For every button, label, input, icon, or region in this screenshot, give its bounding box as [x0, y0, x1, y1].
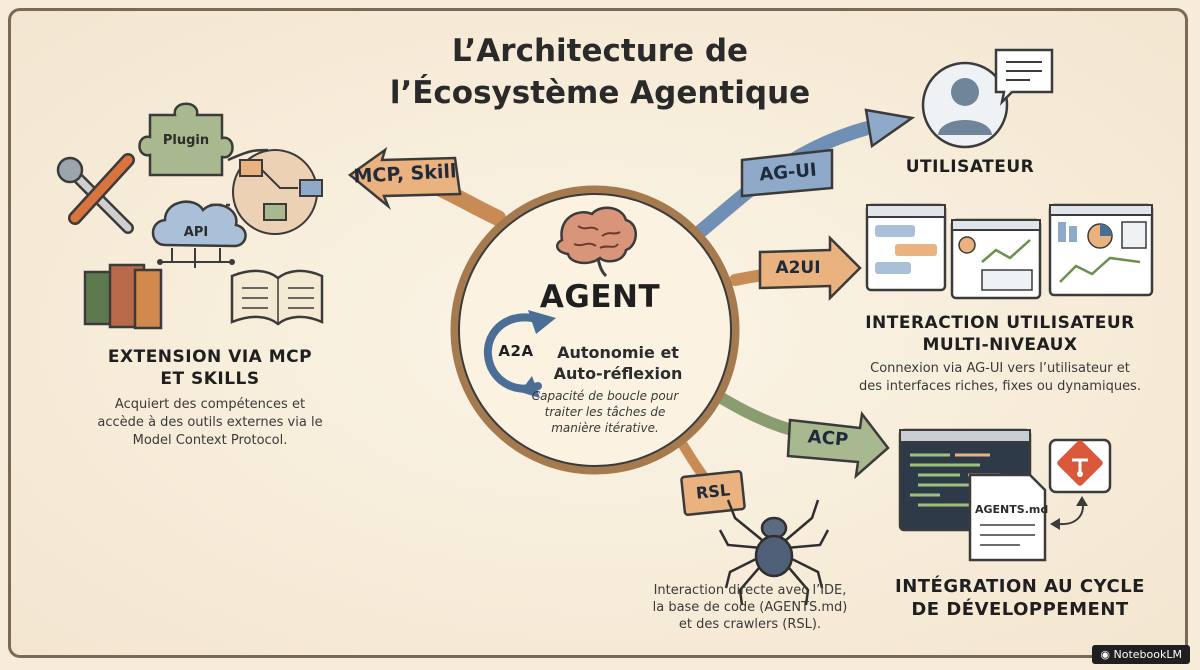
agent-desc-line-1: Capacité de boucle pour: [531, 389, 679, 403]
dev-desc-line-3: et des crawlers (RSL).: [678, 617, 822, 632]
chat-interface-icon: [865, 203, 947, 292]
extension-desc-line-2: accède à des outils externes via le: [97, 415, 323, 430]
dashboard-interface-icon: [950, 218, 1042, 300]
agent-description: Capacité de boucle pour traiter les tâch…: [525, 388, 685, 436]
puzzle-piece-icon: [138, 102, 234, 177]
agui-arrow: [683, 108, 916, 247]
agents-md-file-icon: [968, 473, 1047, 562]
brain-icon: [555, 206, 637, 278]
plugin-label: Plugin: [162, 133, 210, 148]
agent-desc-line-2: traiter les tâches de: [544, 405, 666, 419]
open-book-icon: [230, 269, 324, 326]
interaction-desc-line-1: Connexion via AG-UI vers l’utilisateur e…: [870, 361, 1130, 376]
spider-crawler-icon: [718, 499, 830, 606]
cloud-api-icon: [151, 200, 247, 268]
interaction-heading-line-1: INTERACTION UTILISATEUR: [865, 313, 1135, 333]
dev-description: Interaction directe avec l’IDE, la base …: [640, 582, 860, 633]
notebooklm-brand: ◉ NotebookLM: [1092, 645, 1190, 664]
brand-label: NotebookLM: [1113, 648, 1182, 661]
a2ui-arrow: [729, 234, 862, 302]
agents-md-label: AGENTS.md: [975, 503, 1049, 516]
dev-heading-line-2: DE DÉVELOPPEMENT: [911, 599, 1129, 620]
extension-desc-line-1: Acquiert des compétences et: [114, 397, 306, 412]
a2a-loop-icon: [483, 310, 556, 398]
a2ui-label: A2UI: [775, 258, 821, 278]
interaction-desc-line-2: des interfaces riches, fixes ou dynamiqu…: [859, 379, 1141, 394]
speech-bubble-icon: [994, 48, 1054, 106]
api-label: API: [183, 225, 209, 240]
rsl-arrow: [675, 435, 746, 516]
agent-title: AGENT: [539, 279, 661, 315]
books-icon: [83, 263, 163, 330]
page-title: L’Architecture de l’Écosystème Agentique: [330, 30, 870, 114]
agent-circle: [450, 185, 740, 475]
git-icon: [1048, 438, 1112, 494]
workflow-icon: [232, 149, 323, 235]
user-heading: UTILISATEUR: [905, 157, 1035, 177]
brand-icon: ◉: [1100, 648, 1114, 661]
analytics-interface-icon: [1048, 203, 1154, 297]
agent-heading-line-2: Auto-réflexion: [553, 364, 683, 383]
interaction-description: Connexion via AG-UI vers l’utilisateur e…: [840, 360, 1160, 396]
interaction-heading-line-2: MULTI-NIVEAUX: [922, 335, 1078, 355]
agent-desc-line-3: manière itérative.: [551, 421, 659, 435]
dev-heading-line-1: INTÉGRATION AU CYCLE: [895, 576, 1145, 597]
extension-description: Acquiert des compétences et accède à des…: [60, 396, 360, 450]
sync-arrow-icon: [1050, 496, 1088, 530]
extension-heading-line-2: ET SKILLS: [160, 369, 260, 389]
title-line-1: L’Architecture de: [451, 33, 749, 69]
agent-heading: Autonomie et Auto-réflexion: [548, 342, 688, 384]
extension-heading: EXTENSION VIA MCP ET SKILLS: [60, 346, 360, 390]
extension-desc-line-3: Model Context Protocol.: [132, 433, 288, 448]
dev-desc-line-2: la base de code (AGENTS.md): [652, 600, 848, 615]
a2a-badge: A2A: [498, 342, 534, 360]
user-avatar-icon: [921, 61, 1009, 149]
interaction-heading: INTERACTION UTILISATEUR MULTI-NIVEAUX: [840, 312, 1160, 356]
mcp-skill-arrow: [347, 146, 506, 226]
agent-heading-line-1: Autonomie et: [557, 343, 679, 362]
extension-heading-line-1: EXTENSION VIA MCP: [107, 347, 313, 367]
tools-icon: [56, 153, 135, 234]
dev-desc-line-1: Interaction directe avec l’IDE,: [653, 583, 847, 598]
dev-heading: INTÉGRATION AU CYCLE DE DÉVELOPPEMENT: [870, 575, 1170, 621]
title-line-2: l’Écosystème Agentique: [389, 75, 811, 111]
